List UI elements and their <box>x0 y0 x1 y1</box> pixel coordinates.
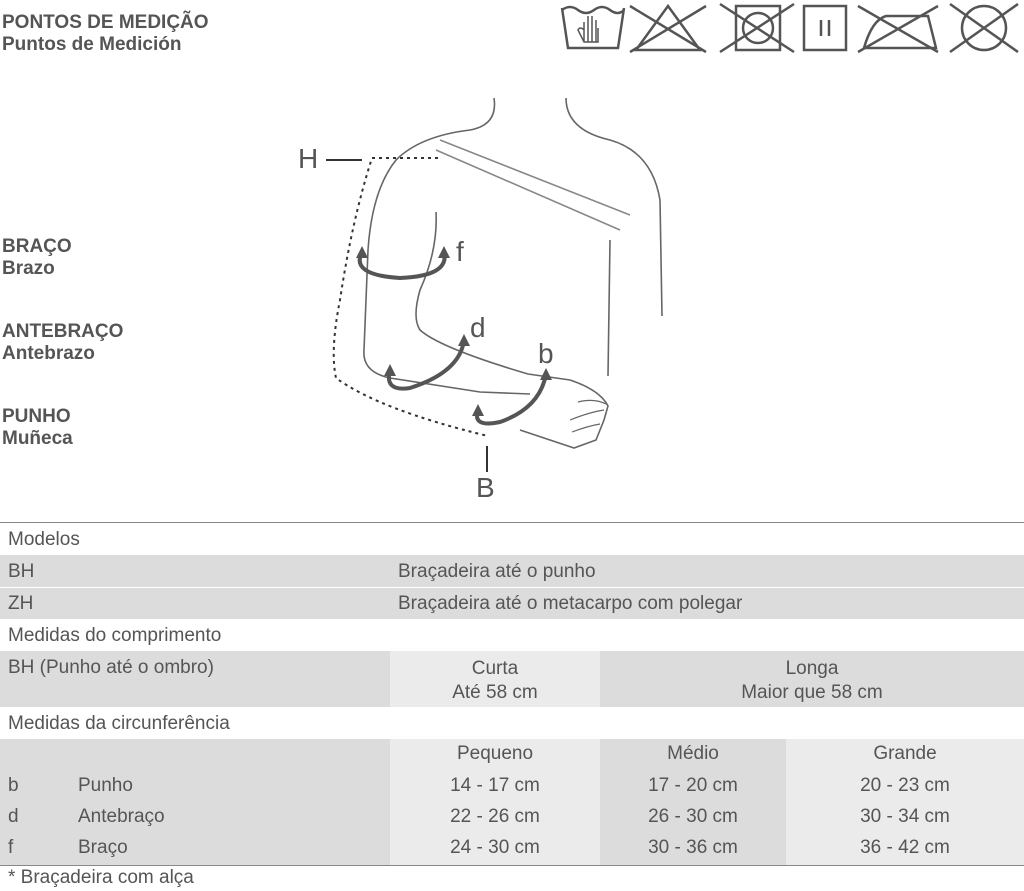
table-section-models: Modelos <box>0 523 1024 555</box>
region-arm: BRAÇO Brazo <box>2 236 72 279</box>
table-row: f Braço 24 - 30 cm 30 - 36 cm 36 - 42 cm <box>8 837 950 858</box>
label-H: H <box>298 143 319 174</box>
table-row: d Antebraço 22 - 26 cm 26 - 30 cm 30 - 3… <box>8 806 950 827</box>
hand-wash-icon <box>560 5 626 50</box>
table-row: BH (Punho até o ombro) Curta Até 58 cm L… <box>0 651 1024 707</box>
table-section-circumference: Medidas da circunferência <box>0 707 1024 739</box>
table-row: b Punho 14 - 17 cm 17 - 20 cm 20 - 23 cm <box>8 775 950 796</box>
title-es: Puntos de Medición <box>2 34 182 55</box>
no-bleach-icon <box>629 3 707 54</box>
label-f: f <box>456 236 464 267</box>
label-b: b <box>538 338 554 369</box>
size-table: Modelos BH Braçadeira até o punho ZH Bra… <box>0 522 1024 866</box>
region-wrist: PUNHO Muñeca <box>2 406 73 449</box>
table-row: BH Braçadeira até o punho <box>0 555 1024 587</box>
footnote: * Braçadeira com alça <box>8 867 194 888</box>
care-icons <box>560 2 1019 54</box>
no-iron-icon <box>857 4 939 54</box>
no-tumble-dry-icon <box>719 2 795 54</box>
title-pt: PONTOS DE MEDIÇÃO <box>2 12 209 33</box>
region-forearm: ANTEBRAÇO Antebrazo <box>2 321 124 364</box>
table-row: ZH Braçadeira até o metacarpo com polega… <box>0 587 1024 619</box>
arm-figure <box>326 97 663 472</box>
table-section-length: Medidas do comprimento <box>0 619 1024 651</box>
table-row: Pequeno Médio Grande <box>456 743 937 764</box>
line-dry-icon <box>802 4 848 52</box>
label-d: d <box>470 312 486 343</box>
page-title: PONTOS DE MEDIÇÃO Puntos de Medición <box>2 12 209 56</box>
no-dry-clean-icon <box>949 2 1019 54</box>
label-B: B <box>476 472 495 503</box>
table-circumference-block <box>0 739 1024 865</box>
